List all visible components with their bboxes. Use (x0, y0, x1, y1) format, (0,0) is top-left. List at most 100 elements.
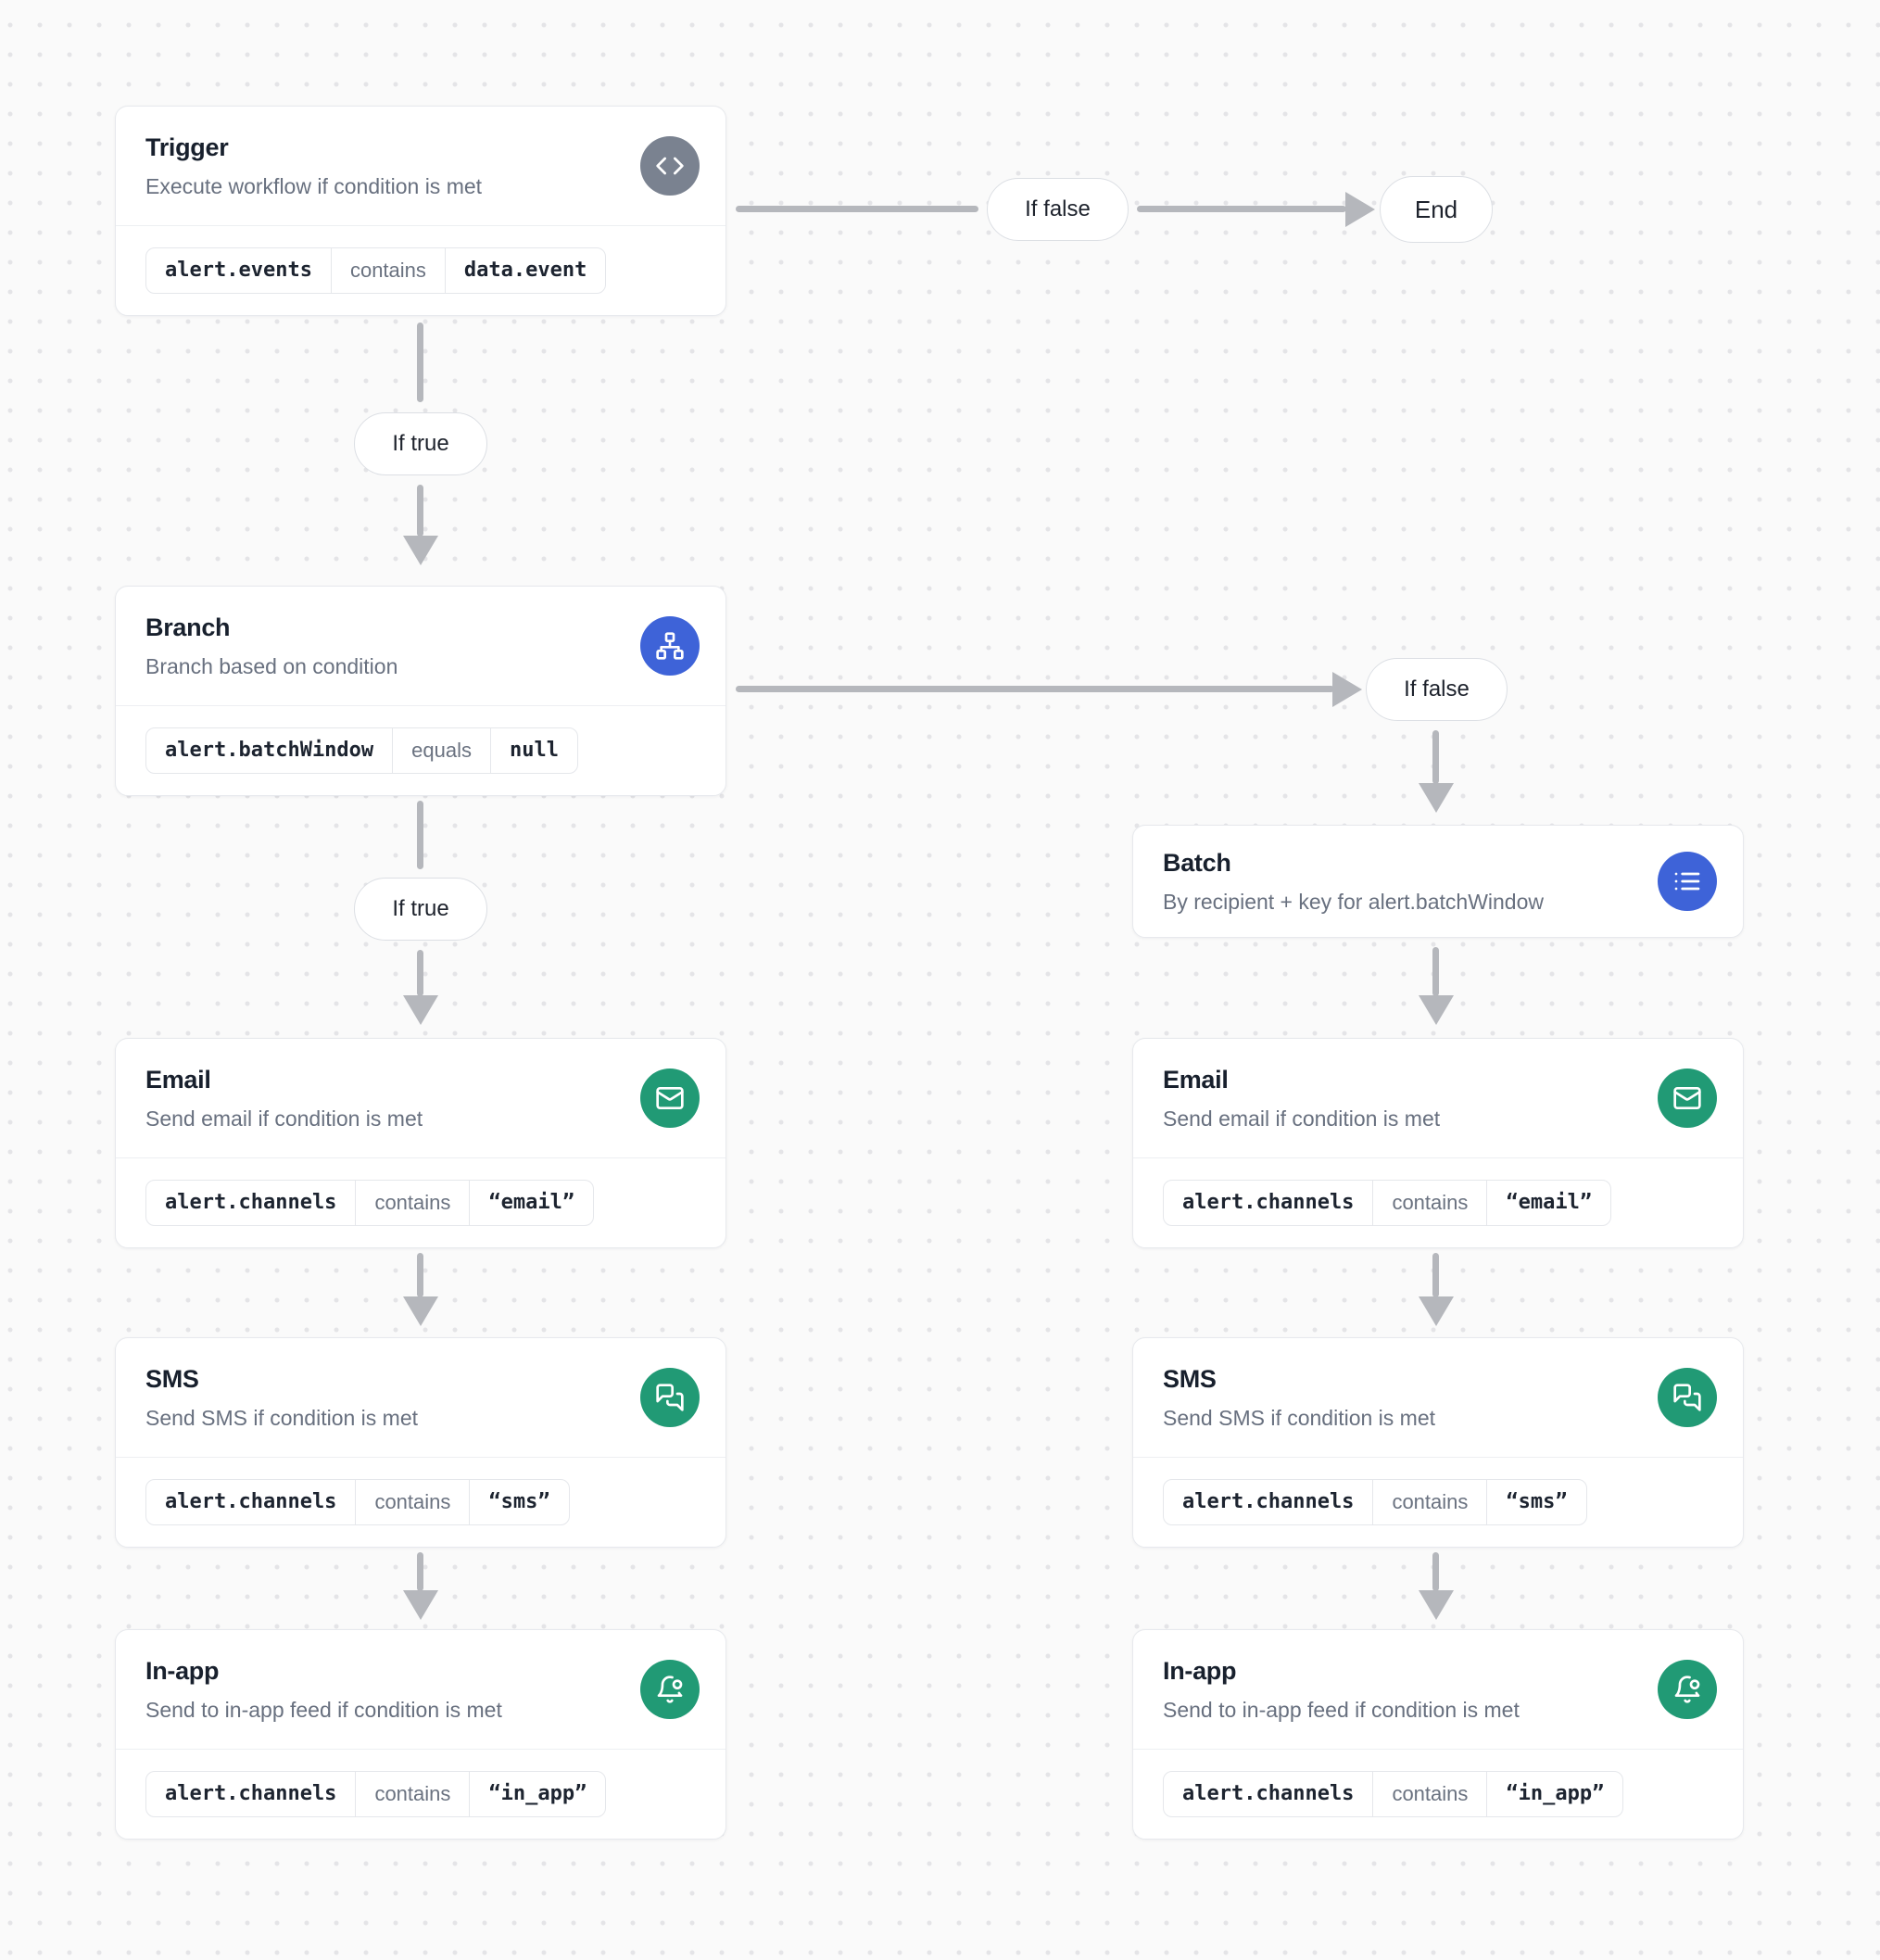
condition-pill: alert.batchWindow equals null (145, 727, 578, 774)
condition-value: data.event (444, 248, 605, 293)
node-title: Email (145, 1065, 211, 1094)
node-title: Batch (1163, 848, 1231, 877)
edge-iftrue-to-branch (417, 485, 423, 537)
node-email-right[interactable]: Email Send email if condition is met ale… (1132, 1038, 1744, 1248)
arrowhead-branch (403, 536, 438, 565)
condition-pill: alert.events contains data.event (145, 247, 607, 294)
node-header: Trigger Execute workflow if condition is… (116, 107, 726, 225)
condition-value: null (490, 728, 577, 773)
node-header: Branch Branch based on condition (116, 587, 726, 705)
condition-value: “in_app” (1486, 1772, 1622, 1816)
condition-operator: equals (392, 728, 490, 773)
node-email-left[interactable]: Email Send email if condition is met ale… (115, 1038, 726, 1248)
edge-branch-to-iftrue2 (417, 801, 423, 869)
arrowhead-branch-iffalse (1332, 672, 1362, 707)
edge-label-text: If true (392, 896, 449, 921)
edge-label-trigger-if-true: If true (354, 412, 487, 475)
node-description: Send SMS if condition is met (145, 1405, 419, 1430)
node-branch[interactable]: Branch Branch based on condition alert.b… (115, 586, 726, 796)
edge-sms-to-inapp-left (417, 1552, 423, 1591)
edge-iffalse-to-end (1137, 206, 1346, 212)
node-sms-left[interactable]: SMS Send SMS if condition is met alert.c… (115, 1337, 726, 1548)
node-description: Send email if condition is met (1163, 1106, 1441, 1131)
node-header: In-app Send to in-app feed if condition … (116, 1630, 726, 1749)
condition-field: alert.channels (1182, 1782, 1355, 1805)
arrowhead-email-left (403, 995, 438, 1025)
condition-field: alert.batchWindow (165, 739, 374, 762)
arrowhead-inapp-left (403, 1590, 438, 1620)
node-description: Execute workflow if condition is met (145, 173, 483, 198)
condition-pill: alert.channels contains “email” (145, 1180, 595, 1226)
node-description: Send email if condition is met (145, 1106, 423, 1131)
end-node: End (1380, 176, 1493, 243)
node-title: In-app (1163, 1656, 1237, 1685)
end-label: End (1414, 195, 1458, 223)
condition-operator: contains (1372, 1181, 1486, 1225)
node-description: Send to in-app feed if condition is met (145, 1697, 502, 1722)
node-header: Email Send email if condition is met (116, 1039, 726, 1157)
node-header: SMS Send SMS if condition is met (1133, 1338, 1743, 1457)
node-inapp-right[interactable]: In-app Send to in-app feed if condition … (1132, 1629, 1744, 1840)
node-sms-right[interactable]: SMS Send SMS if condition is met alert.c… (1132, 1337, 1744, 1548)
condition-pill: alert.channels contains “sms” (145, 1479, 570, 1525)
node-header: Batch By recipient + key for alert.batch… (1133, 826, 1743, 937)
arrowhead-inapp-right (1419, 1590, 1454, 1620)
edge-iffalse-to-batch (1432, 730, 1439, 784)
condition-pill: alert.channels contains “email” (1163, 1180, 1612, 1226)
arrowhead-email-right (1419, 995, 1454, 1025)
node-title: SMS (1163, 1364, 1217, 1393)
node-inapp-left[interactable]: In-app Send to in-app feed if condition … (115, 1629, 726, 1840)
condition-pill: alert.channels contains “in_app” (145, 1771, 607, 1817)
condition-value: “email” (469, 1181, 593, 1225)
edge-batch-to-email (1432, 947, 1439, 996)
node-title: Trigger (145, 133, 229, 161)
condition-operator: contains (355, 1181, 469, 1225)
node-description: Send to in-app feed if condition is met (1163, 1697, 1520, 1722)
condition-operator: contains (330, 248, 445, 293)
edge-label-branch-if-true: If true (354, 878, 487, 941)
node-trigger[interactable]: Trigger Execute workflow if condition is… (115, 106, 726, 316)
condition-operator: contains (355, 1480, 469, 1524)
node-condition: alert.channels contains “sms” (116, 1457, 726, 1547)
node-condition: alert.channels contains “email” (116, 1157, 726, 1247)
edge-sms-to-inapp-right (1432, 1552, 1439, 1591)
edge-label-text: If true (392, 431, 449, 456)
node-condition: alert.channels contains “email” (1133, 1157, 1743, 1247)
node-condition: alert.channels contains “in_app” (116, 1749, 726, 1839)
bell-dot-icon (640, 1660, 700, 1719)
node-title: Email (1163, 1065, 1229, 1094)
condition-pill: alert.channels contains “sms” (1163, 1479, 1587, 1525)
arrowhead-sms-right (1419, 1296, 1454, 1326)
condition-field: alert.channels (165, 1782, 337, 1805)
condition-field: alert.events (165, 259, 312, 282)
condition-pill: alert.channels contains “in_app” (1163, 1771, 1624, 1817)
edge-trigger-to-iffalse (736, 206, 978, 212)
node-header: In-app Send to in-app feed if condition … (1133, 1630, 1743, 1749)
condition-field: alert.channels (1182, 1490, 1355, 1513)
edge-branch-to-iffalse (736, 686, 1334, 692)
condition-field: alert.channels (165, 1191, 337, 1214)
condition-value: “sms” (1486, 1480, 1585, 1524)
edge-label-text: If false (1025, 196, 1091, 221)
node-condition: alert.channels contains “sms” (1133, 1457, 1743, 1547)
node-description: Send SMS if condition is met (1163, 1405, 1436, 1430)
edge-label-trigger-if-false: If false (987, 178, 1129, 241)
node-description: By recipient + key for alert.batchWindow (1163, 889, 1544, 914)
node-condition: alert.channels contains “in_app” (1133, 1749, 1743, 1839)
condition-field: alert.channels (165, 1490, 337, 1513)
edge-email-to-sms-right (1432, 1253, 1439, 1297)
edge-iftrue2-to-email (417, 950, 423, 996)
messages-icon (640, 1368, 700, 1427)
condition-field: alert.channels (1182, 1191, 1355, 1214)
node-title: Branch (145, 613, 231, 641)
condition-value: “email” (1486, 1181, 1610, 1225)
edge-label-branch-if-false: If false (1366, 658, 1508, 721)
node-title: In-app (145, 1656, 220, 1685)
node-condition: alert.batchWindow equals null (116, 705, 726, 795)
condition-operator: contains (1372, 1772, 1486, 1816)
arrowhead-end (1345, 192, 1375, 227)
node-batch[interactable]: Batch By recipient + key for alert.batch… (1132, 825, 1744, 938)
mail-icon (1658, 1069, 1717, 1128)
mail-icon (640, 1069, 700, 1128)
node-condition: alert.events contains data.event (116, 225, 726, 315)
